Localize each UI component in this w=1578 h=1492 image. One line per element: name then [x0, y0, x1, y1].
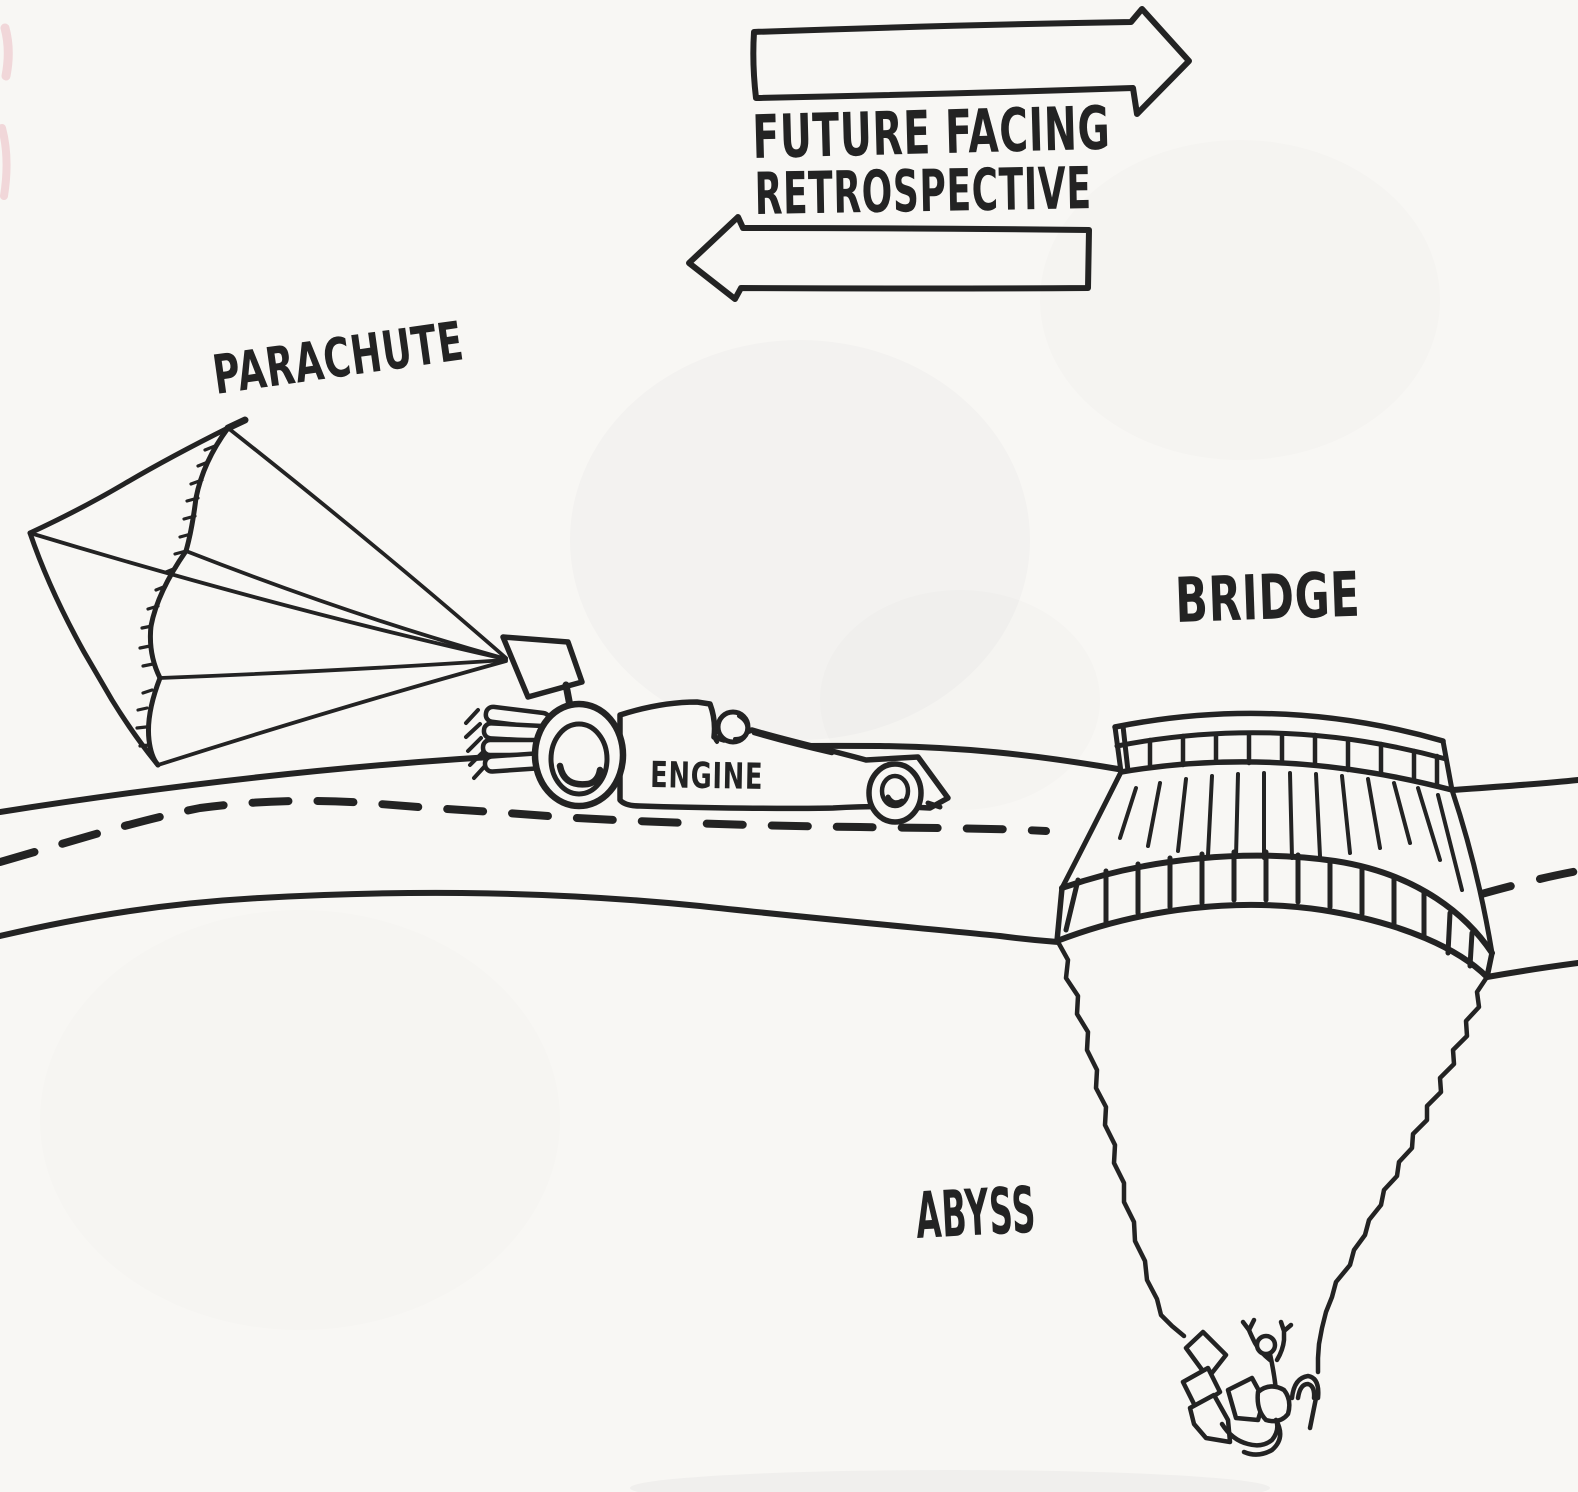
- abyss-drawing: [1055, 939, 1490, 1457]
- parachute-drawing: [27, 416, 508, 768]
- rear-wheel: [531, 700, 627, 810]
- dragster-drawing: ENGINE: [464, 634, 951, 825]
- parachute-cords: [28, 426, 508, 767]
- stick-figure-head: [1254, 1333, 1278, 1357]
- car-body: [617, 699, 951, 812]
- abyss-label: ABYSS: [914, 1174, 1038, 1254]
- cockpit-side-line: [751, 730, 835, 756]
- road-bottom-edge-right: [1484, 960, 1578, 980]
- bridge-deck-hatching: [1118, 771, 1464, 892]
- bridge-far-posts: [1147, 730, 1440, 789]
- parachute-canopy: [27, 416, 249, 768]
- retrospective-label: RETROSPECTIVE: [754, 154, 1092, 228]
- red-edge-marks: [0, 23, 13, 200]
- rear-wing: [500, 634, 585, 700]
- retrospective-arrow-icon: [686, 214, 1092, 302]
- bridge-near-railing: [1054, 849, 1495, 980]
- parachute-fringe: [135, 444, 217, 748]
- road-center-dashes-right: [1474, 867, 1578, 899]
- speed-lines: [464, 708, 487, 780]
- bridge-far-railing: [1112, 710, 1455, 793]
- rocks: [1180, 1329, 1321, 1457]
- bridge-drawing: [1054, 710, 1495, 980]
- bridge-deck: [1059, 759, 1495, 956]
- stick-figure: [1240, 1317, 1294, 1407]
- paper-smudges: [630, 1470, 1270, 1492]
- front-wheel: [866, 761, 924, 825]
- bridge-label: BRIDGE: [1174, 558, 1361, 637]
- road-bottom-edge: [0, 889, 1061, 945]
- future-arrow-icon: [750, 6, 1192, 117]
- engine-label: ENGINE: [650, 755, 764, 798]
- road-top-edge-right: [1449, 777, 1578, 793]
- future-facing-label: FUTURE FACING: [752, 94, 1112, 173]
- abyss-right-wall: [1315, 974, 1490, 1375]
- driver-helmet: [712, 709, 751, 745]
- abyss-left-wall: [1055, 939, 1187, 1339]
- bridge-near-posts: [1063, 849, 1475, 969]
- title-block: FUTURE FACING RETROSPECTIVE: [686, 6, 1192, 302]
- parachute-label: PARACHUTE: [209, 309, 467, 406]
- road-center-dashes: [0, 796, 1050, 866]
- stick-figure-right-arm: [1274, 1319, 1294, 1363]
